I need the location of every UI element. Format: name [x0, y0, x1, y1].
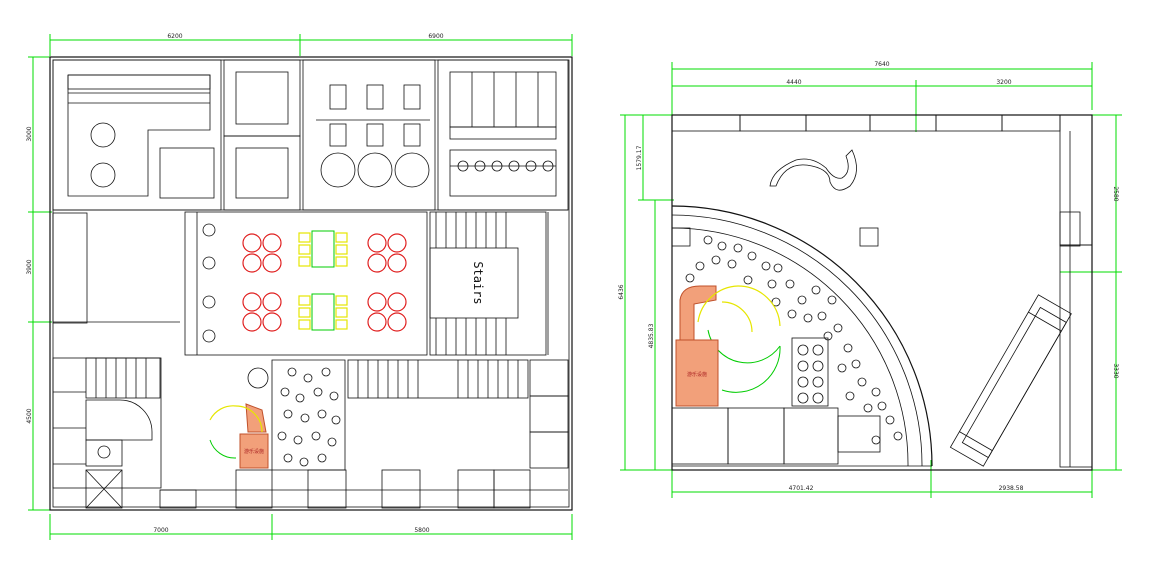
right-outer-wall [671, 114, 1093, 471]
right-dim-bottom-1: 4701.42 [789, 485, 814, 492]
right-dim-top-2: 3200 [996, 79, 1011, 86]
dim-top-1: 6200 [167, 33, 182, 40]
left-top-rooms [52, 59, 569, 211]
left-lower-right-booths [159, 359, 569, 509]
left-play-zone: 游乐设施 [209, 359, 346, 471]
left-outer-wall [49, 56, 573, 511]
right-dim-left-2: 6436 [618, 284, 625, 299]
left-sign-board [239, 433, 269, 469]
right-sign-board [675, 339, 719, 407]
right-dim-right-1: 2580 [1112, 186, 1119, 201]
central-dining-area [184, 211, 428, 356]
left-floor-plan: 6200 6900 7000 5800 3000 3900 4500 [26, 33, 573, 540]
right-dim-left-1: 1579.17 [636, 145, 643, 170]
ball-pit [685, 235, 903, 445]
right-dim-bottom-2: 2938.58 [999, 485, 1024, 492]
dim-left-1: 3000 [26, 126, 33, 141]
dim-left-2: 3900 [26, 259, 33, 274]
right-sign-text: 游乐设施 [687, 371, 707, 378]
diagonal-sofa [949, 294, 1072, 467]
left-dimension-top: 6200 6900 [49, 33, 573, 56]
right-slide: 游乐设施 [675, 285, 781, 407]
left-dimension-left: 3000 3900 4500 [26, 56, 52, 511]
main-stairs: Stairs [429, 211, 549, 356]
stairs-label: Stairs [471, 261, 485, 304]
right-dim-top-total: 7640 [874, 61, 889, 68]
right-dim-top-1: 4440 [786, 79, 801, 86]
left-lower-rooms [52, 357, 162, 509]
left-dimension-bottom: 7000 5800 [49, 514, 573, 540]
right-dimension-left: 1579.17 6436 4835.83 [618, 114, 674, 471]
right-dim-right-2: 3330 [1112, 363, 1119, 378]
large-arc-wall [671, 205, 933, 467]
right-bottom-cabinets [671, 407, 932, 467]
s-shaped-sofa [769, 149, 857, 191]
left-sign-text: 游乐设施 [244, 448, 264, 455]
dim-left-3: 4500 [26, 408, 33, 423]
right-seating-block [791, 337, 829, 407]
left-bench [52, 212, 88, 324]
dim-top-2: 6900 [428, 33, 443, 40]
dim-bottom-2: 5800 [414, 527, 429, 534]
right-floor-plan: 7640 4440 3200 1579.17 6436 4835.83 2580… [618, 61, 1122, 498]
right-dimension-right: 2580 3330 [1060, 114, 1122, 471]
right-dimension-top: 7640 4440 3200 [671, 61, 1093, 132]
dim-bottom-1: 7000 [153, 527, 168, 534]
right-dim-left-3: 4835.83 [648, 323, 655, 348]
